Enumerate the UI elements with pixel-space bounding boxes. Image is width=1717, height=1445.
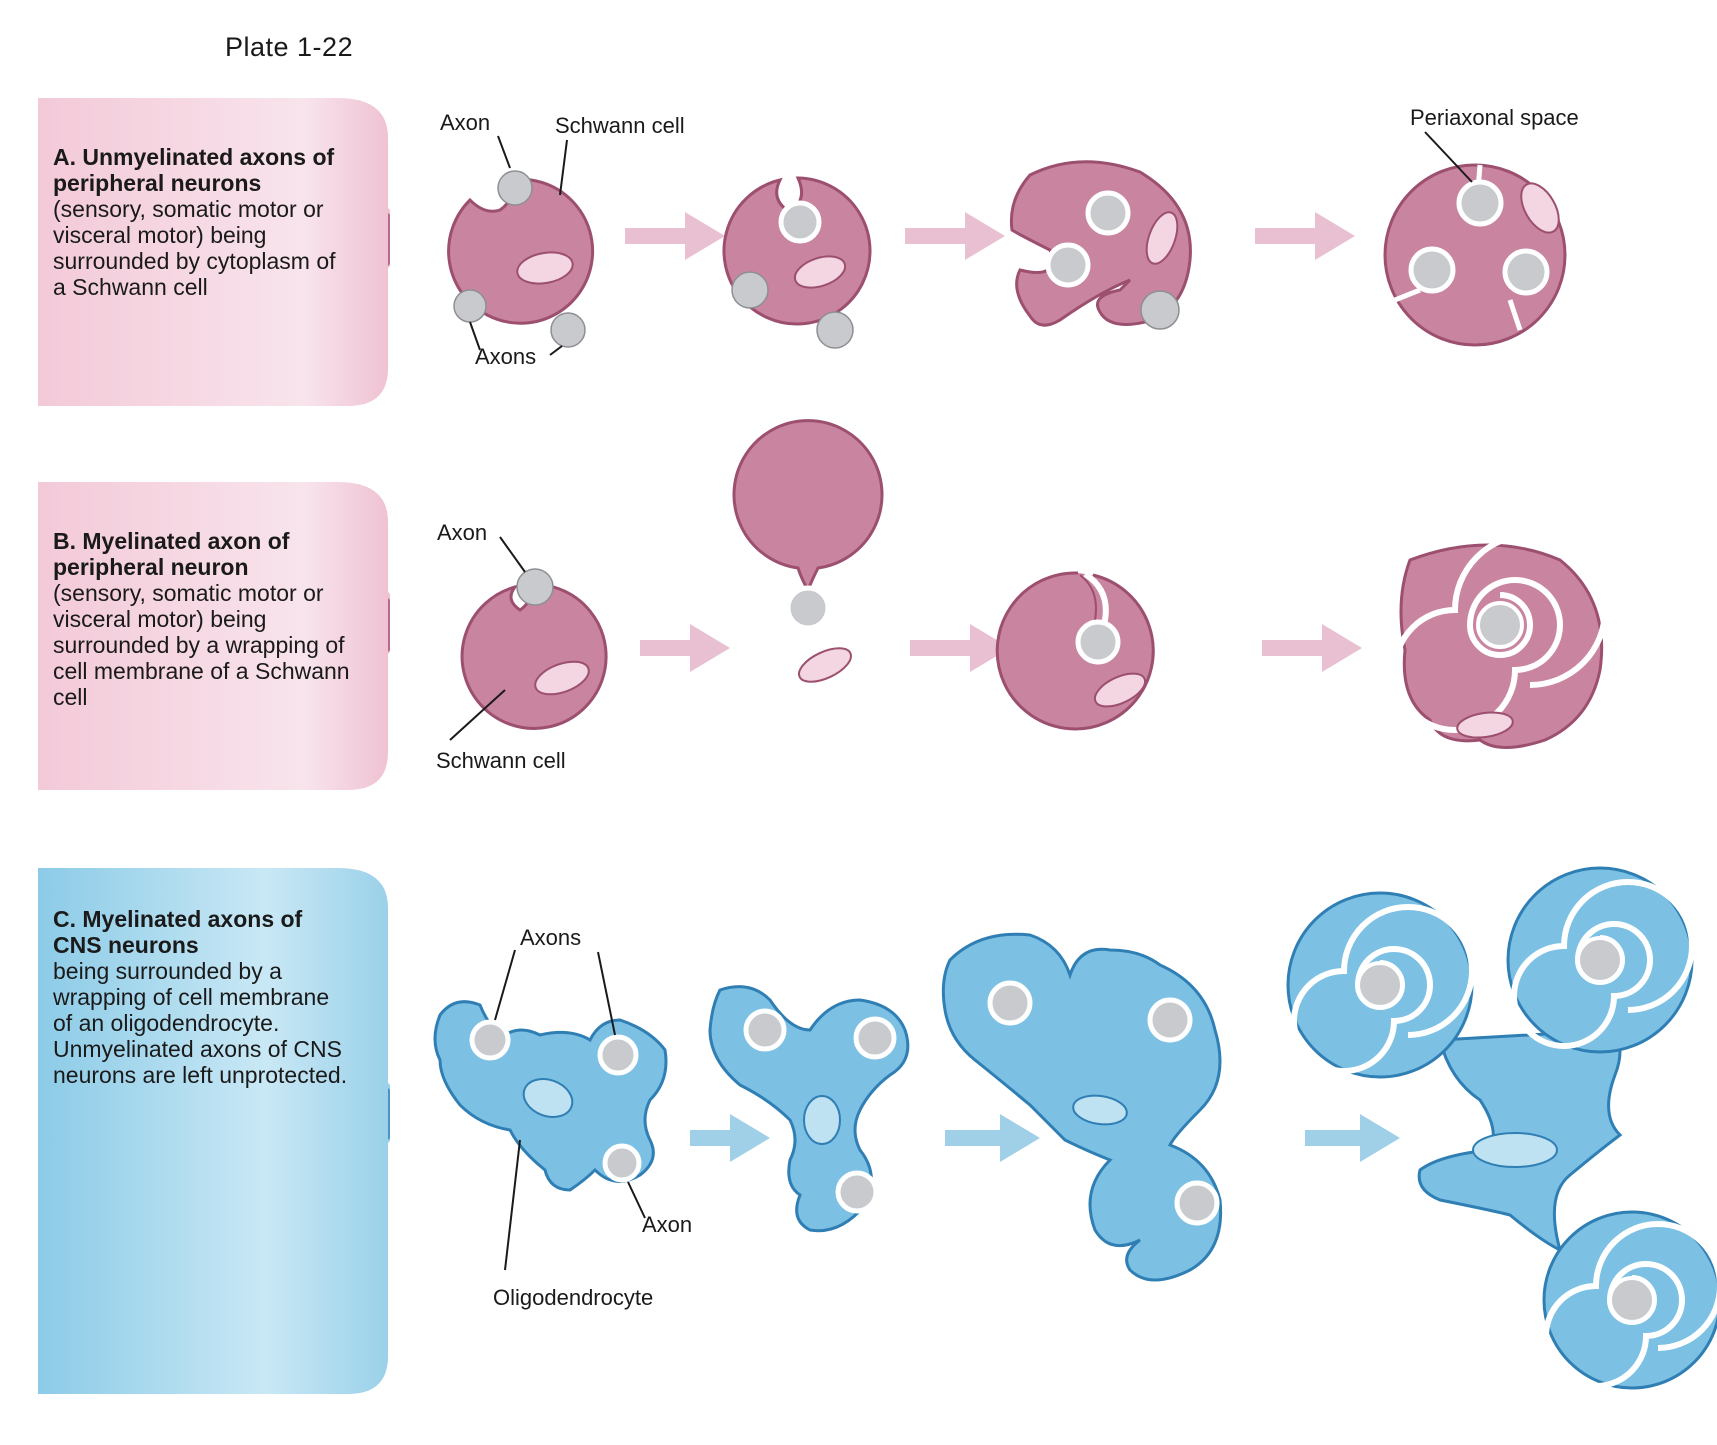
- axon-c3-bottom: [1174, 1180, 1220, 1226]
- axon-c1-right: [597, 1034, 639, 1076]
- panel-b-background: [38, 482, 390, 790]
- panel-b: B. Myelinated axon of peripheral neuron …: [38, 482, 390, 792]
- schwann-cell-b1: [460, 582, 608, 730]
- panel-c-background: [38, 868, 390, 1394]
- axon-c2-bottom: [835, 1170, 879, 1214]
- panel-c: C. Myelinated axons of CNS neurons being…: [38, 868, 390, 1396]
- axon-b4: [1476, 601, 1524, 649]
- schwann-cell-b3: [995, 571, 1155, 731]
- axon-a2-wrapped: [778, 200, 822, 244]
- panel-a-background: [38, 98, 390, 406]
- axon-a1-bl: [453, 289, 487, 323]
- arrow-c1: [690, 1114, 770, 1162]
- arrow-c3: [1305, 1114, 1400, 1162]
- axon-c3-right: [1147, 997, 1193, 1043]
- axon-a2-left: [731, 271, 769, 309]
- schwann-cell-a1: [447, 177, 595, 325]
- label-c-axon: Axon: [642, 1212, 692, 1237]
- plate-title: Plate 1-22: [225, 32, 354, 62]
- axon-c2-left: [743, 1008, 787, 1052]
- axon-a2-bottom: [816, 311, 854, 349]
- label-a-axon: Axon: [440, 110, 490, 135]
- oligodendrocyte-c3: [941, 932, 1223, 1282]
- arrow-b3: [1262, 624, 1362, 672]
- arrow-a2: [905, 212, 1005, 260]
- panel-a: A. Unmyelinated axons of peripheral neur…: [38, 98, 390, 408]
- section-b-body: (sensory, somatic motor or visceral moto…: [53, 580, 350, 710]
- axon-c4-right: [1576, 936, 1624, 984]
- axon-a4-top: [1456, 179, 1504, 227]
- section-c-heading: C. Myelinated axons of CNS neurons: [53, 906, 303, 958]
- axon-c1-left: [469, 1019, 511, 1061]
- arrow-a3: [1255, 212, 1355, 260]
- axon-c4-left: [1356, 961, 1404, 1009]
- label-b-axon: Axon: [437, 520, 487, 545]
- arrow-b2: [910, 624, 1010, 672]
- axon-a4-left: [1408, 246, 1456, 294]
- schwann-cell-a4: [1383, 163, 1567, 347]
- label-a-axons: Axons: [475, 344, 536, 369]
- label-a-schwann-cell: Schwann cell: [555, 113, 685, 138]
- axon-c2-right: [853, 1016, 897, 1060]
- axon-b1: [516, 568, 554, 606]
- axon-b2: [785, 585, 831, 631]
- axon-c3-left: [987, 980, 1033, 1026]
- label-a-periaxonal-space: Periaxonal space: [1410, 105, 1579, 130]
- label-c-axons: Axons: [520, 925, 581, 950]
- schwann-cell-b2: [732, 419, 884, 683]
- axon-a1-top: [497, 170, 533, 206]
- arrow-a1: [625, 212, 725, 260]
- arrow-c2: [945, 1114, 1040, 1162]
- section-b-heading: B. Myelinated axon of peripheral neuron: [53, 528, 290, 580]
- schwann-cell-a3: [1009, 160, 1192, 327]
- section-a-body: (sensory, somatic motor or visceral moto…: [53, 196, 336, 300]
- arrow-b1: [640, 624, 730, 672]
- axon-c4-bottom: [1608, 1276, 1656, 1324]
- axon-a3-bottom: [1140, 290, 1180, 330]
- axon-a3-top: [1085, 190, 1131, 236]
- label-b-schwann-cell: Schwann cell: [436, 748, 566, 773]
- axon-a1-br: [550, 312, 586, 348]
- axon-b3: [1075, 619, 1121, 665]
- axon-a4-right: [1502, 248, 1550, 296]
- axon-c1-bottom: [602, 1143, 642, 1183]
- axon-a3-left: [1045, 242, 1091, 288]
- label-c-oligodendrocyte: Oligodendrocyte: [493, 1285, 653, 1310]
- section-c-body: being surrounded by a wrapping of cell m…: [53, 958, 348, 1088]
- section-a-heading: A. Unmyelinated axons of peripheral neur…: [53, 144, 335, 196]
